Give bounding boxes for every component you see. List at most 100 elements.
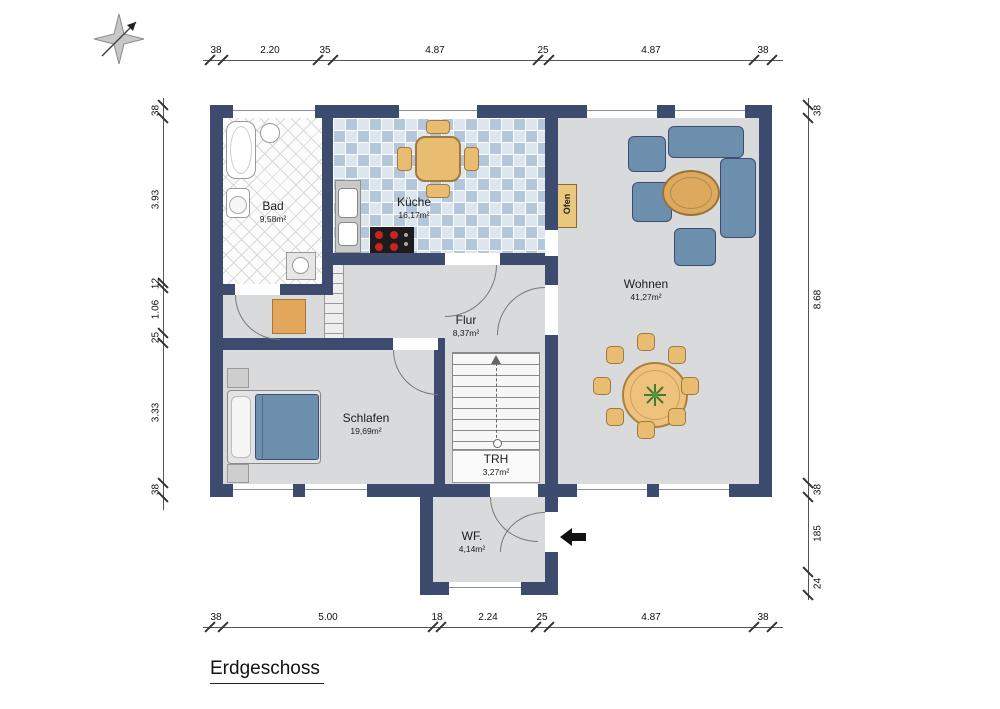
washbasin <box>286 252 316 280</box>
sofa <box>668 126 744 158</box>
cooktop-knob <box>404 233 408 237</box>
dining-chair <box>668 346 686 364</box>
wall <box>500 253 545 265</box>
armchair <box>674 228 716 266</box>
coffee-table-inner <box>670 177 712 209</box>
dining-table-inner <box>630 370 680 420</box>
dimension-label: 18 <box>431 612 443 623</box>
plant-icon <box>642 382 668 413</box>
dimension-label: 25 <box>536 612 548 623</box>
room-area: 9,58m² <box>259 213 287 224</box>
dimension-label: 38 <box>210 612 222 623</box>
room-area: 8,37m² <box>452 327 480 338</box>
wall <box>210 118 223 484</box>
window <box>658 484 730 497</box>
dimension-label: 4.87 <box>641 45 661 56</box>
room-label-wf: WF. 4,14m² <box>436 529 508 554</box>
bath-sink <box>260 123 280 143</box>
window <box>398 105 478 118</box>
dimension-label: 38 <box>150 483 162 496</box>
dimension-label: 3.93 <box>150 189 162 210</box>
stairs <box>452 352 540 450</box>
kitchen-table <box>415 136 461 182</box>
wall <box>420 497 433 582</box>
door-opening <box>235 284 280 295</box>
window <box>576 484 648 497</box>
dimension-label: 24 <box>812 577 824 590</box>
compass-icon <box>92 12 146 71</box>
dimension-line-bottom <box>203 627 783 628</box>
room-name: Küche <box>396 195 432 209</box>
cooktop-knob <box>404 242 408 246</box>
kitchen-sink <box>338 188 358 218</box>
room-area: 19,69m² <box>350 425 382 436</box>
dimension-label: 25 <box>537 45 549 56</box>
kitchen-chair <box>426 120 450 134</box>
dimension-label: 3.33 <box>150 402 162 423</box>
door-opening <box>393 338 438 350</box>
door-opening <box>445 253 500 265</box>
room-area: 4,14m² <box>458 543 486 554</box>
room-label-trh: TRH 3,27m² <box>452 452 540 477</box>
sofa <box>720 158 756 238</box>
wall <box>759 118 772 484</box>
dimension-line-left <box>163 98 164 510</box>
burner <box>390 243 398 251</box>
room-label-bad: Bad 9,58m² <box>238 199 308 224</box>
toilet-seat <box>229 196 247 214</box>
dimension-line-right <box>808 98 809 600</box>
blanket-fold <box>262 396 263 458</box>
dimension-label: 4.87 <box>641 612 661 623</box>
wall <box>333 253 445 265</box>
kitchen-chair <box>397 147 412 171</box>
dining-chair <box>681 377 699 395</box>
window <box>586 105 658 118</box>
dining-chair <box>606 346 624 364</box>
room-name: Bad <box>262 199 284 213</box>
dimension-label: 2.24 <box>478 612 498 623</box>
dimension-label: 38 <box>757 612 769 623</box>
dimension-label: 2.20 <box>260 45 280 56</box>
door-opening <box>545 512 558 552</box>
room-name: Flur <box>455 313 477 327</box>
stairs-arrow-icon <box>491 355 501 364</box>
dimension-line-top <box>203 60 783 61</box>
kitchen-chair <box>426 184 450 198</box>
wall <box>545 497 558 512</box>
room-name: TRH <box>483 452 509 466</box>
wall <box>545 335 558 484</box>
room-name: Schlafen <box>342 411 390 425</box>
dimension-label: 4.87 <box>425 45 445 56</box>
window <box>674 105 746 118</box>
window <box>232 105 316 118</box>
stairs-start-dot <box>493 439 502 448</box>
room-area: 41,27m² <box>630 291 662 302</box>
stairs-landing <box>452 450 540 483</box>
dimension-label: 5.00 <box>318 612 338 623</box>
wall <box>538 484 772 497</box>
floor-title: Erdgeschoss <box>210 658 324 684</box>
wall <box>280 284 333 295</box>
dining-chair <box>637 421 655 439</box>
door-opening <box>545 285 558 335</box>
dining-chair <box>637 333 655 351</box>
kitchen-sink <box>338 222 358 246</box>
wall <box>223 284 235 295</box>
dining-chair <box>593 377 611 395</box>
room-name: WF. <box>461 529 483 543</box>
nightstand <box>227 464 249 483</box>
burner <box>390 231 398 239</box>
wall <box>545 118 558 230</box>
dimension-label: 185 <box>812 525 824 542</box>
room-label-wohnen: Wohnen 41,27m² <box>606 277 686 302</box>
room-label-kueche: Küche 16,17m² <box>378 195 450 220</box>
nightstand <box>227 368 249 388</box>
stairs-walkline <box>496 363 497 443</box>
wall <box>322 118 333 284</box>
room-area: 16,17m² <box>398 209 430 220</box>
door-opening <box>490 484 538 497</box>
wall <box>545 552 558 582</box>
kitchen-chair <box>464 147 479 171</box>
wall <box>223 338 393 350</box>
